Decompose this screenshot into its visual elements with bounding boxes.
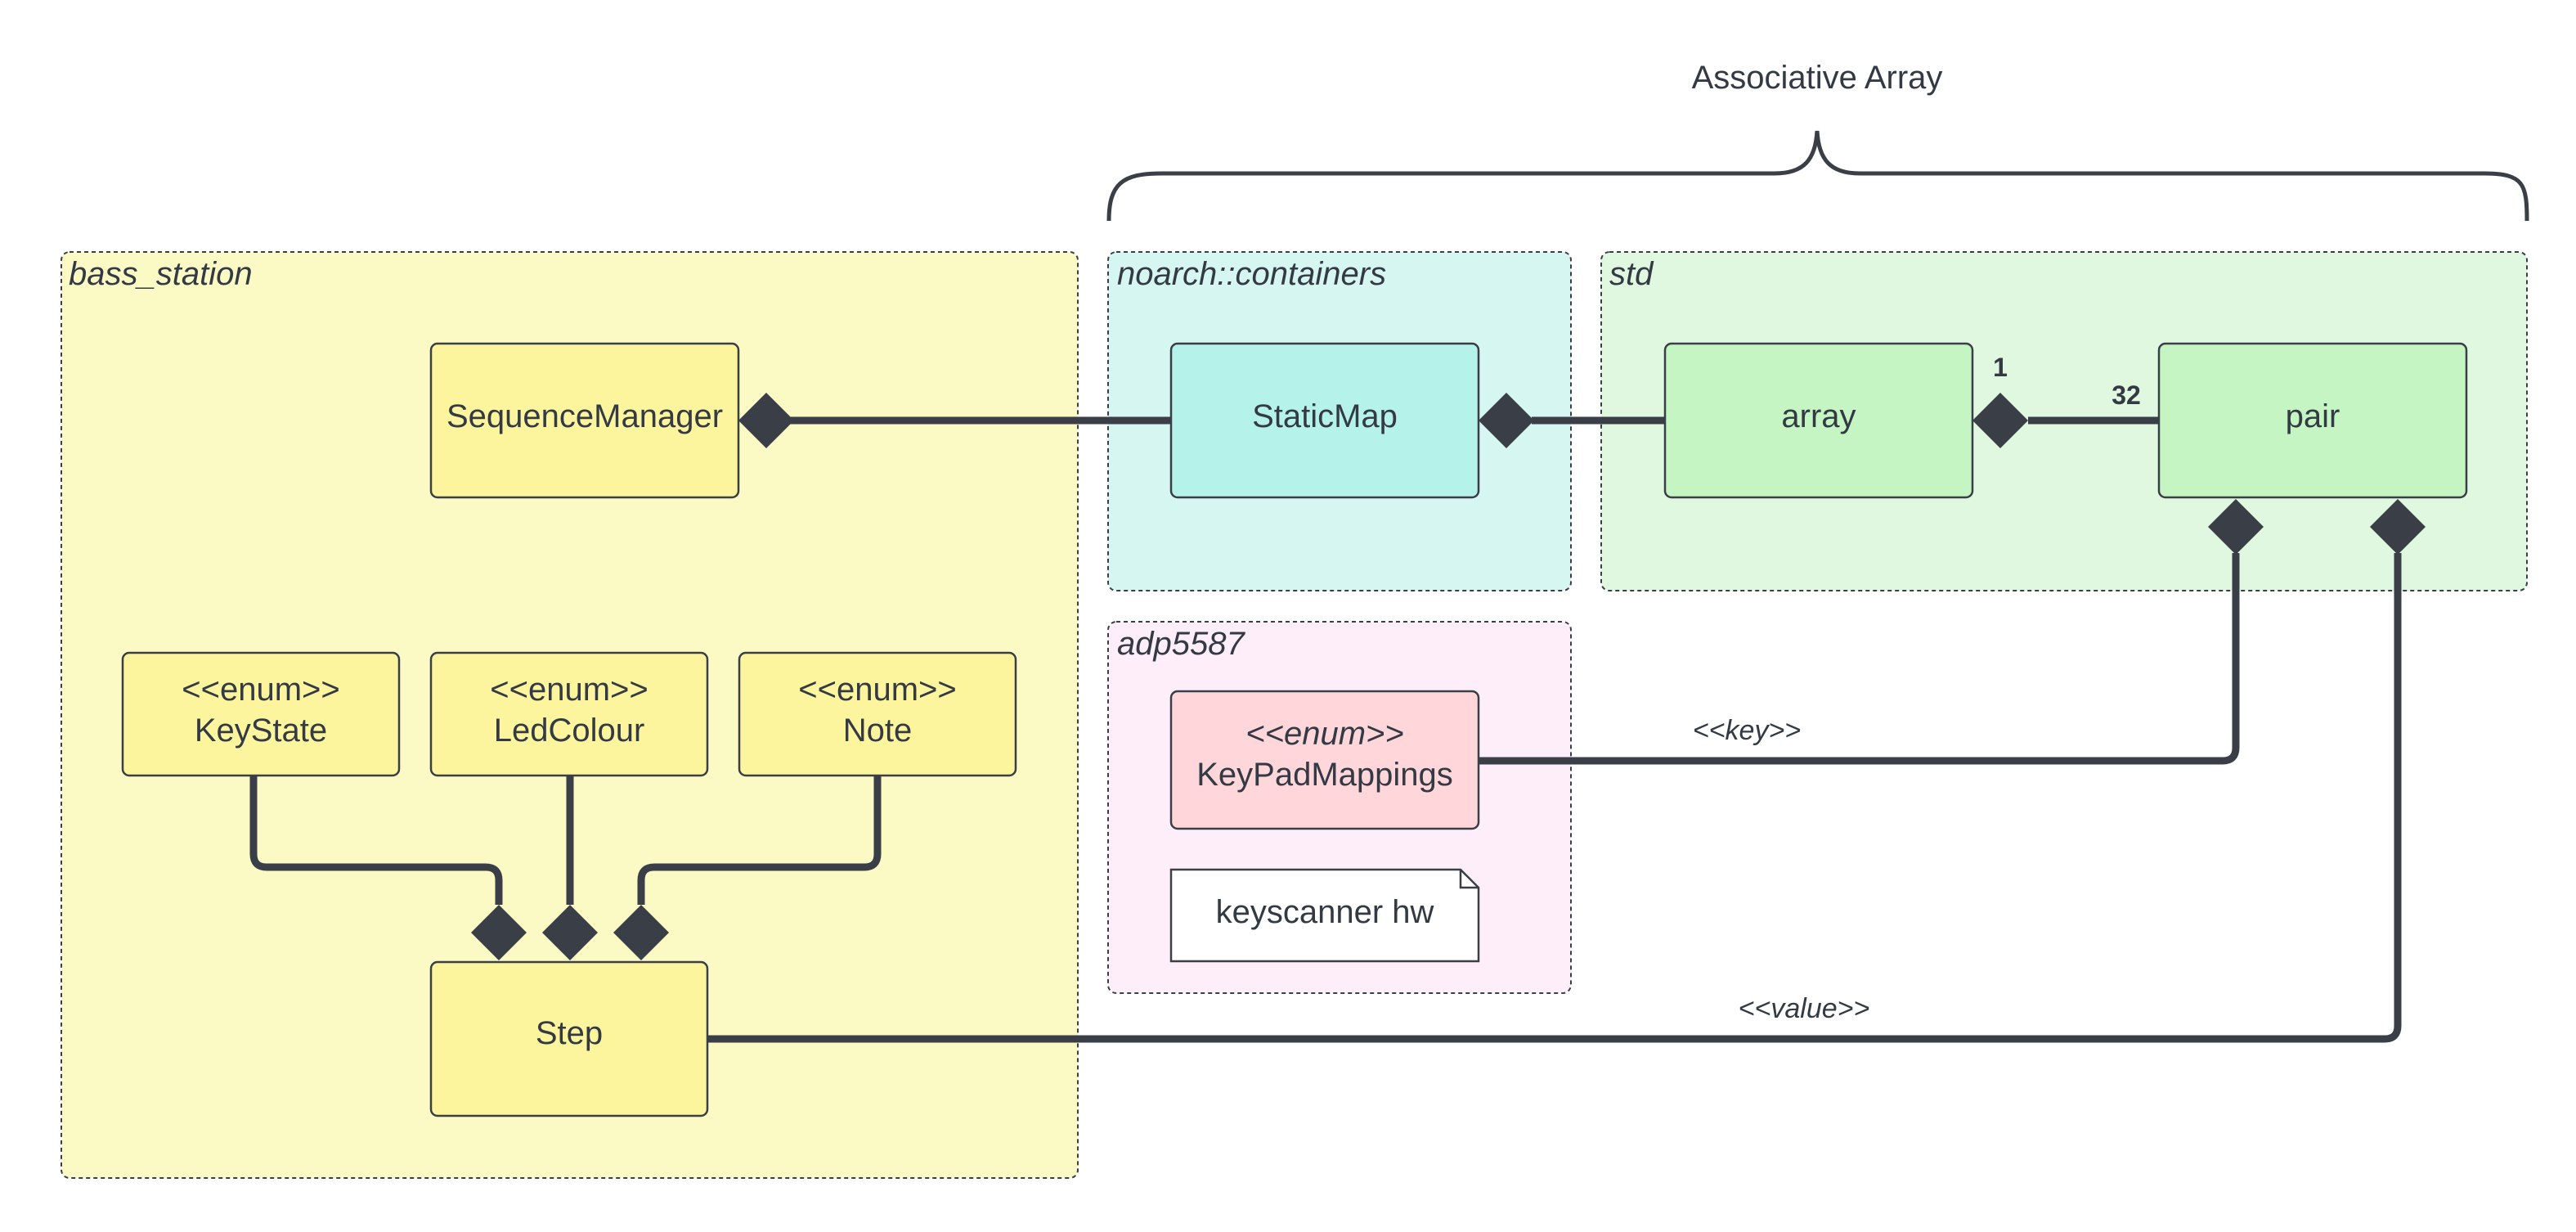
package-label: std [1609,256,1654,292]
class-note[interactable]: <<enum>> Note [738,651,1017,777]
class-name: StaticMap [1252,398,1398,434]
composition-diamond-icon [2208,499,2264,555]
class-name: array [1781,398,1856,434]
edge-step-pair [708,553,2402,1043]
package-label: adp5587 [1117,626,1245,662]
edge-keypad-mappings-pair [1479,553,2240,765]
diagram-title: Associative Array [1692,60,1943,96]
class-sequence-manager[interactable]: SequenceManager [429,342,740,499]
class-key-pad-mappings[interactable]: <<enum>> KeyPadMappings [1169,690,1480,830]
class-name: KeyState [195,713,327,749]
edge-key-state-step [249,776,503,905]
class-name: LedColour [494,713,645,749]
class-stereotype: <<enum>> [798,672,957,708]
class-stereotype: <<enum>> [182,672,340,708]
composition-diamond-icon [1479,393,1534,448]
package-label: bass_station [69,256,253,292]
key-label: <<key>> [1693,715,1801,746]
class-name: SequenceManager [447,398,723,434]
class-name: pair [2286,398,2340,434]
class-step[interactable]: Step [429,960,709,1117]
note-keyscanner-hw[interactable]: keyscanner hw [1169,868,1480,963]
composition-diamond-icon [2370,499,2426,555]
note-text: keyscanner hw [1216,894,1434,930]
multiplicity-array: 1 [1993,353,2008,382]
class-pair[interactable]: pair [2157,342,2468,499]
edge-note-step [637,776,882,905]
composition-diamond-icon [1972,393,2028,448]
package-label: noarch::containers [1117,256,1386,292]
class-stereotype: <<enum>> [1245,716,1404,752]
class-array[interactable]: array [1663,342,1974,499]
associative-array-brace [1106,130,2529,222]
composition-diamond-icon [542,905,598,960]
class-name: Step [536,1015,603,1051]
class-stereotype: <<enum>> [490,672,648,708]
composition-diamond-icon [738,393,794,448]
composition-diamond-icon [471,905,527,960]
class-static-map[interactable]: StaticMap [1169,342,1480,499]
class-led-colour[interactable]: <<enum>> LedColour [429,651,709,777]
composition-diamond-icon [613,905,669,960]
class-name: Note [843,713,913,749]
class-name: KeyPadMappings [1196,757,1453,793]
value-label: <<value>> [1739,993,1870,1024]
class-key-state[interactable]: <<enum>> KeyState [121,651,401,777]
multiplicity-pair: 32 [2112,380,2141,410]
